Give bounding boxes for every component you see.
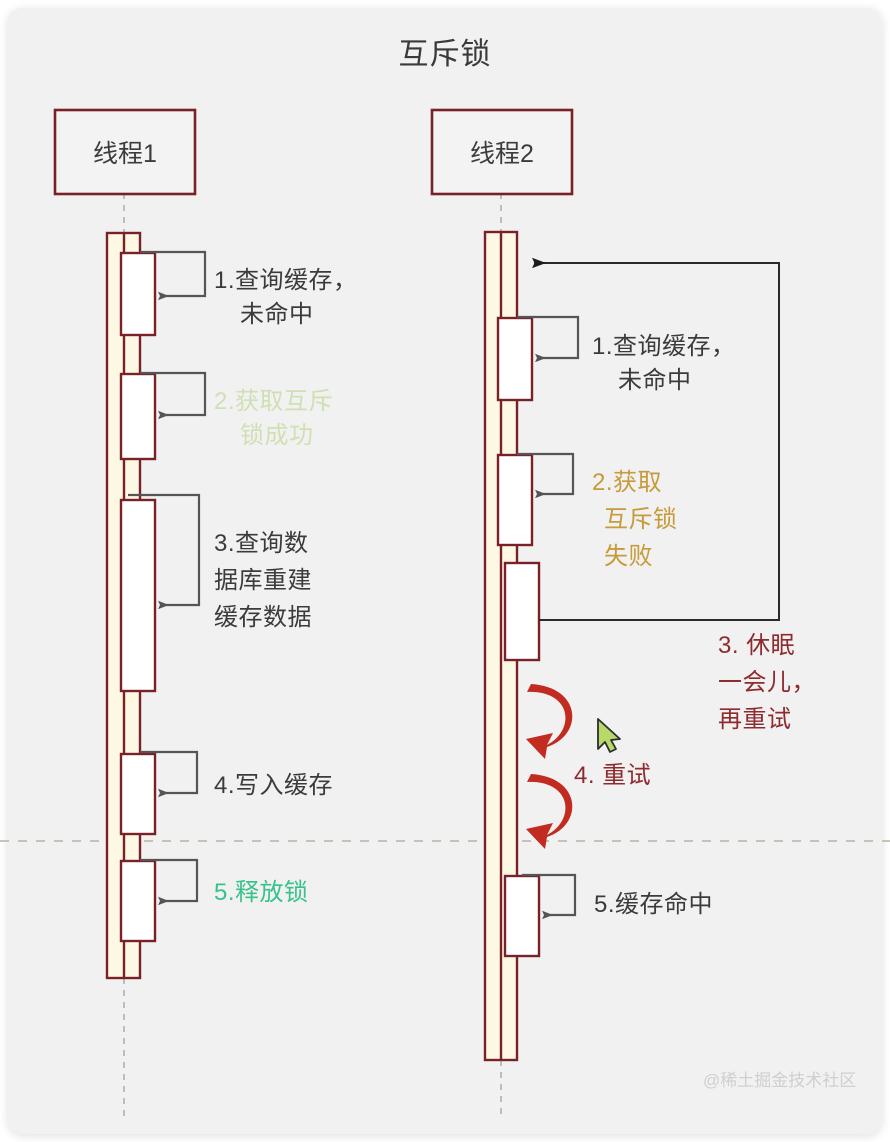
- participant-label-thread1: 线程1: [93, 140, 157, 168]
- participant-box-thread2: [430, 108, 574, 196]
- note-left-step1-line1: 1.查询缓存，: [214, 267, 358, 294]
- activation-box-l4: [119, 752, 157, 836]
- note-left-step1-line2: 未命中: [240, 301, 314, 328]
- self-message-arrows-left: [128, 250, 207, 906]
- note-left-step2-line2: 锁成功: [240, 422, 314, 449]
- retry-loop-arrow: [532, 257, 780, 621]
- activation-box-r2: [496, 453, 534, 547]
- lifeline-dashes: [123, 193, 502, 1120]
- watermark: @稀土掘金技术社区: [703, 1071, 857, 1090]
- note-right-step5: 5.缓存命中: [594, 891, 714, 918]
- participant-box-thread1: [53, 108, 197, 196]
- note-right-step3-line2: 一会儿，: [718, 669, 816, 696]
- note-right-step2-line3: 失败: [604, 543, 653, 570]
- activation-box-r1: [496, 316, 534, 402]
- mouse-cursor: [597, 718, 621, 753]
- note-right-step2-line2: 互斥锁: [604, 506, 678, 533]
- participant-label-thread2: 线程2: [470, 140, 534, 168]
- note-right-step2-line1: 2.获取: [592, 469, 663, 496]
- activation-box-l2: [119, 372, 157, 461]
- note-left-step5: 5.释放锁: [214, 879, 309, 906]
- activation-box-l1: [119, 251, 157, 337]
- page-title: 互斥锁: [398, 38, 492, 71]
- note-left-step4: 4.写入缓存: [214, 772, 334, 799]
- note-right-step3-line1: 3. 休眠: [718, 632, 796, 659]
- activation-box-l3: [119, 498, 157, 693]
- retry-curved-arrows: [526, 684, 573, 849]
- note-right-step1-line1: 1.查询缓存，: [592, 333, 736, 360]
- activation-box-r4: [503, 874, 541, 958]
- note-right-step3-line3: 再重试: [718, 706, 792, 733]
- note-left-step3-line1: 3.查询数: [214, 530, 309, 557]
- note-left-step3-line3: 缓存数据: [214, 604, 312, 631]
- note-right-step1-line2: 未命中: [618, 367, 692, 394]
- note-left-step2-line1: 2.获取互斥: [214, 388, 334, 415]
- activation-box-r3: [503, 561, 541, 662]
- note-right-step4: 4. 重试: [574, 762, 652, 789]
- note-left-step3-line2: 据库重建: [214, 567, 312, 594]
- self-message-arrows-right: [517, 315, 580, 920]
- activation-box-l5: [119, 859, 157, 943]
